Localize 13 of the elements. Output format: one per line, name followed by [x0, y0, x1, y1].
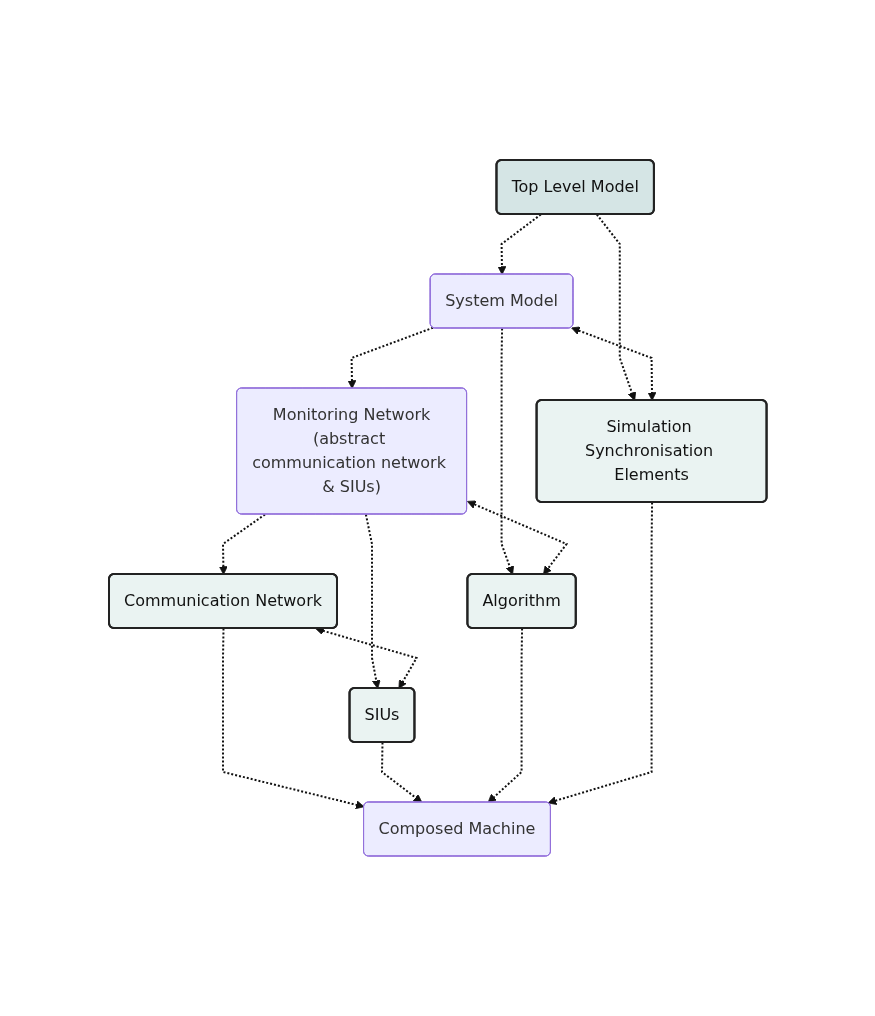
- arrow: [380, 741, 423, 803]
- arrow: [221, 627, 365, 810]
- arrow: [364, 513, 381, 689]
- arrow: [466, 500, 568, 575]
- arrow: [570, 326, 657, 401]
- arrow: [347, 326, 434, 389]
- arrow: [314, 626, 418, 689]
- arrow: [487, 627, 523, 803]
- arrow: [218, 513, 266, 575]
- arrow: [595, 213, 636, 401]
- arrow: [497, 213, 542, 275]
- arrow: [547, 501, 653, 805]
- arrow: [500, 327, 514, 575]
